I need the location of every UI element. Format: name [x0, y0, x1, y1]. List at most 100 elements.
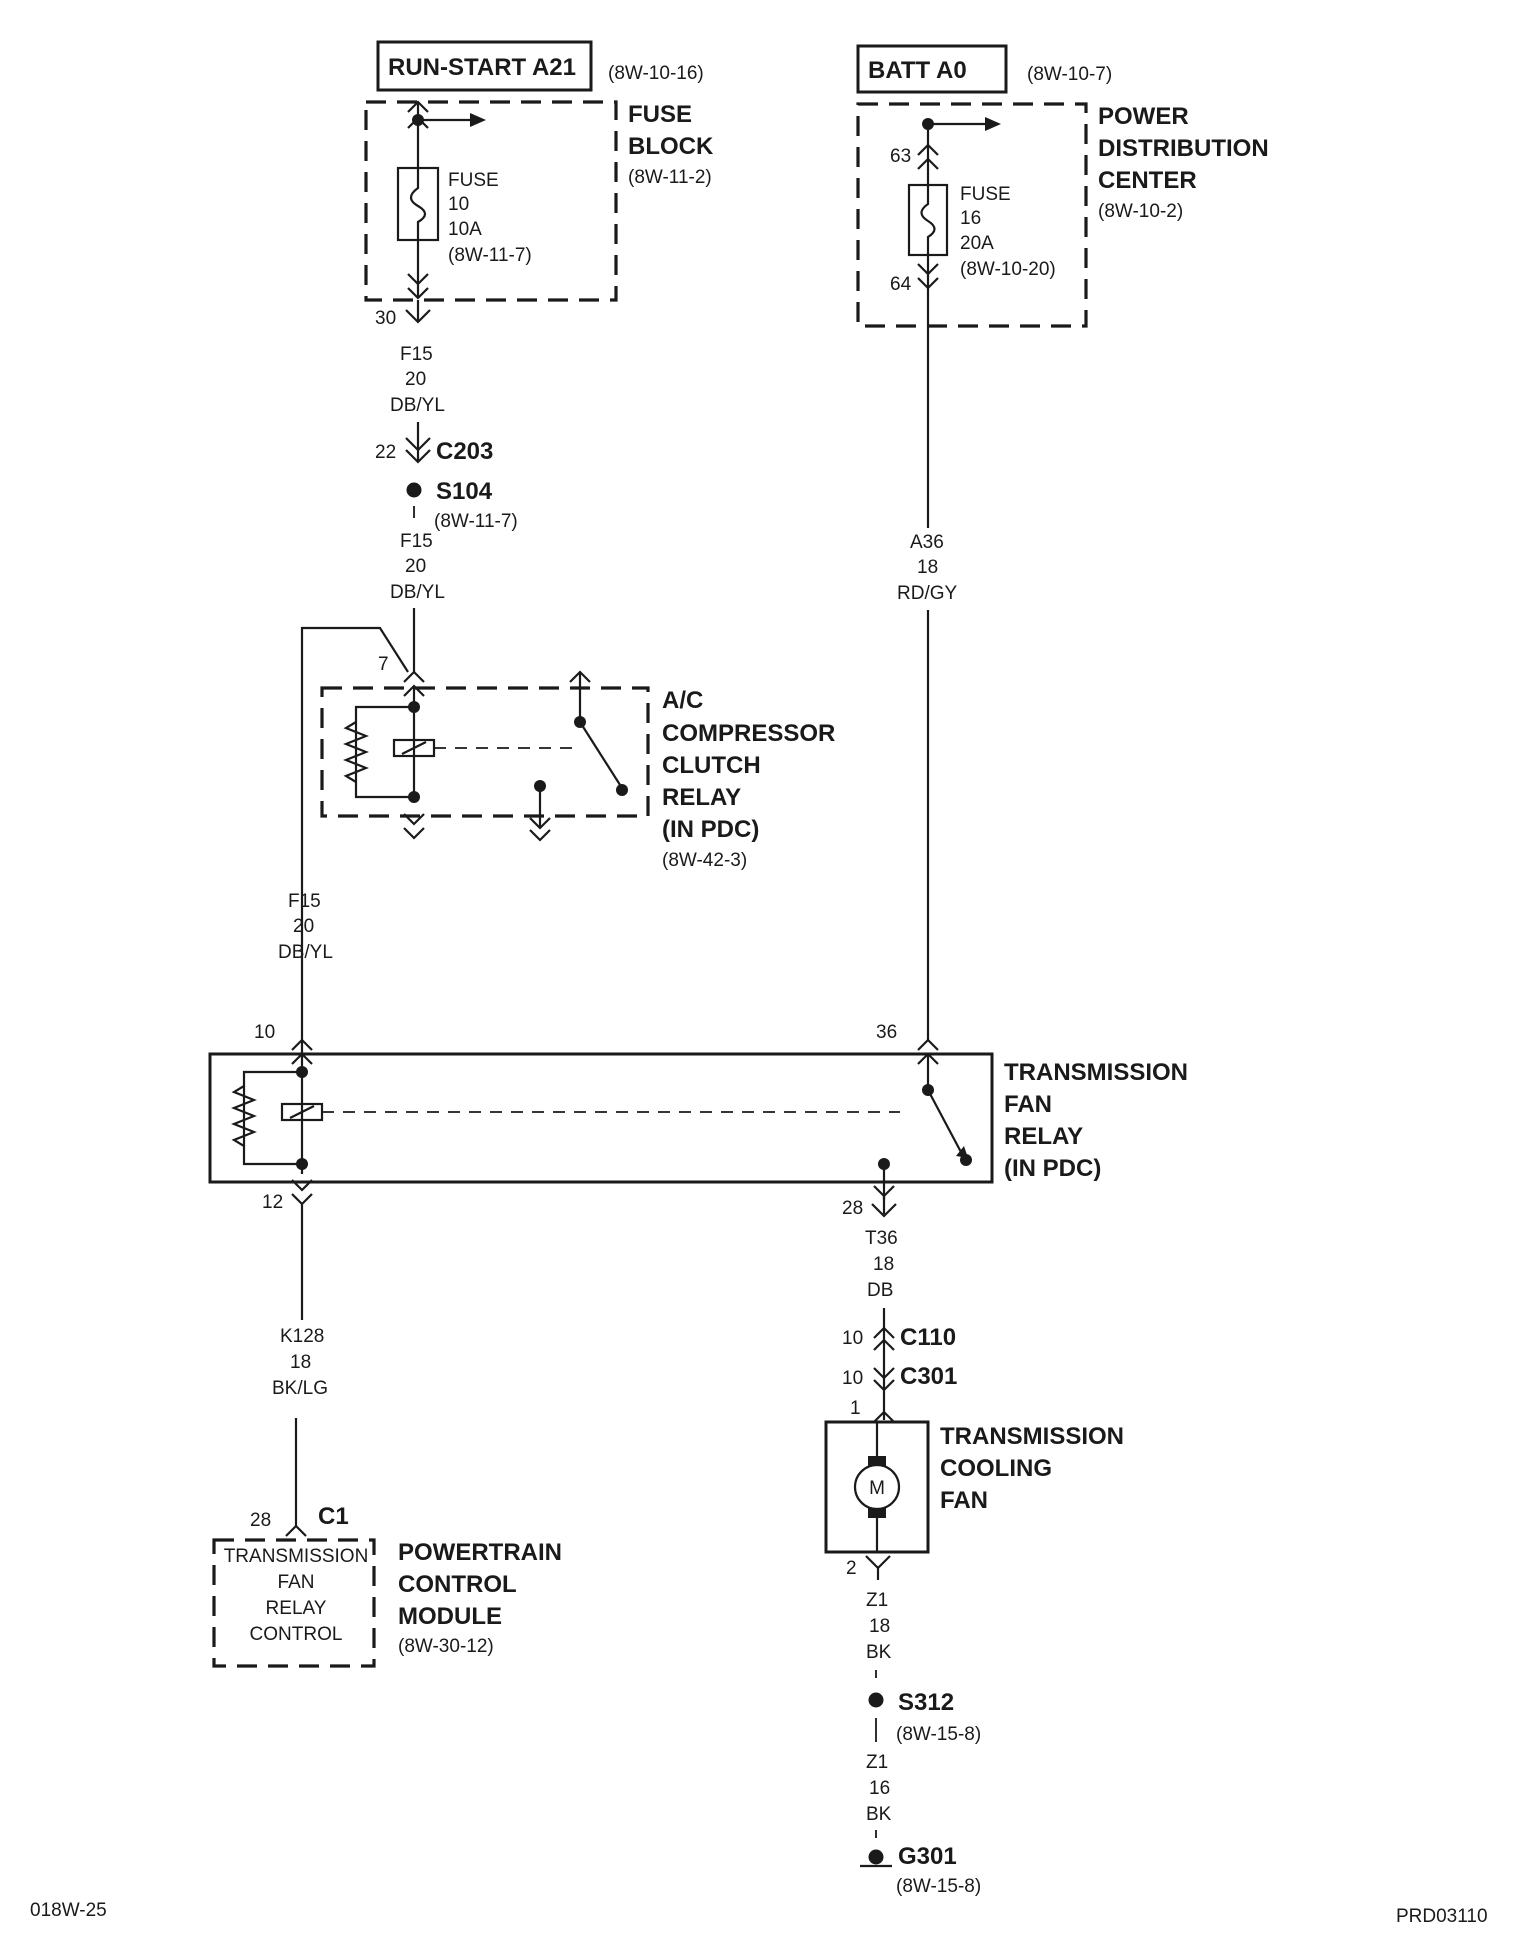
fan-pin-1: 1: [850, 1398, 861, 1419]
wire-z1-b-gauge: 16: [869, 1778, 890, 1799]
ac-relay-title-3: CLUTCH: [662, 752, 761, 779]
wire-a36-gauge: 18: [917, 557, 938, 578]
fan-title-3: FAN: [940, 1487, 988, 1514]
wire-f15-c-color: DB/YL: [278, 942, 333, 963]
footer-left-code: 018W-25: [30, 1900, 107, 1921]
ac-pin-7: 7: [378, 654, 389, 675]
pdc-fuse-out-connector-icon: [917, 263, 939, 290]
wire-f15-c-gauge: 20: [293, 916, 314, 937]
ac-compressor-clutch-relay: A/C COMPRESSOR CLUTCH RELAY (IN PDC) (8W…: [320, 670, 835, 871]
bus-arrow-icon: [470, 113, 486, 127]
ac-relay-ref: (8W-42-3): [662, 850, 747, 871]
fuse-block-outline: [364, 100, 618, 302]
ac-relay-outline: [320, 686, 650, 818]
fuse-10-line3: 10A: [448, 219, 482, 240]
pdc-ref: (8W-10-2): [1098, 201, 1183, 222]
powertrain-control-module: TRANSMISSION FAN RELAY CONTROL POWERTRAI…: [212, 1538, 562, 1668]
pdc-outline: [856, 102, 1088, 328]
g301-label: G301: [898, 1843, 957, 1870]
pcm-title-2: CONTROL: [398, 1571, 517, 1598]
wire-t36-color: DB: [867, 1280, 893, 1301]
c301-connector-icon: [873, 1367, 895, 1392]
trans-resistor-icon: [231, 1085, 257, 1147]
right-branch: A36 18 RD/GY: [897, 290, 958, 1040]
s312-label: S312: [898, 1689, 954, 1716]
c110-connector-icon: [873, 1326, 895, 1351]
fuse-10-line4: (8W-11-7): [448, 245, 532, 266]
fuse-16-line1: FUSE: [960, 184, 1011, 205]
motor-icon: [853, 1463, 901, 1511]
batt-box: [856, 44, 1008, 94]
wire-f15-b-color: DB/YL: [390, 582, 445, 603]
fan-in-connector-icon: [873, 1410, 895, 1423]
wire-z1-a-color: BK: [866, 1642, 892, 1663]
ac-relay-title-1: A/C: [662, 687, 703, 714]
wire-a36-color: RD/GY: [897, 583, 958, 604]
wire-f15-a-circuit: F15: [400, 344, 433, 365]
ac-relay-title-5: (IN PDC): [662, 816, 759, 843]
ac-switch-blade-icon: [579, 721, 623, 789]
transmission-cooling-fan: M TRANSMISSION COOLING FAN: [824, 1420, 1124, 1554]
wire-f15-b-gauge: 20: [405, 556, 426, 577]
pcm-outline: [212, 1538, 376, 1668]
f15-bypass-wire: [300, 626, 409, 1050]
wire-z1-a-gauge: 18: [869, 1616, 890, 1637]
trans-relay-coil-out-connector-icon: [291, 1179, 313, 1206]
trans-relay-title-4: (IN PDC): [1004, 1155, 1101, 1182]
wire-z1-b-color: BK: [866, 1804, 892, 1825]
trans-switch-blade-icon: [927, 1089, 963, 1155]
trans-relay-outline: [208, 1052, 994, 1184]
trans-relay-pin-10: 10: [254, 1022, 275, 1043]
footer-right-code: PRD03110: [1396, 1906, 1488, 1927]
power-distribution-center: 63 64 FUSE 16 20A (8W-10-20) POWER DISTR…: [856, 102, 1269, 328]
motor-symbol: M: [869, 1478, 885, 1499]
ac-switch-out-connector-icon: [529, 817, 551, 842]
pdc-title-3: CENTER: [1098, 167, 1197, 194]
trans-relay-resistor-loop: [242, 1070, 302, 1166]
batt-source: BATT A0 (8W-10-7): [856, 44, 1112, 94]
c203-label: C203: [436, 438, 493, 465]
pdc-pin-63: 63: [890, 146, 911, 167]
pin-28-connector-icon: [871, 1203, 897, 1218]
pdc-pin-64: 64: [890, 274, 912, 295]
wire-t36-circuit: T36: [865, 1228, 898, 1249]
pin-30-label: 30: [375, 308, 396, 329]
pin-30-connector-icon: [405, 309, 431, 324]
fan-pin-2: 2: [846, 1558, 857, 1579]
g301-ground-icon: [868, 1849, 884, 1865]
wire-f15-a-gauge: 20: [405, 369, 426, 390]
fuse-block: FUSE 10 10A (8W-11-7) FUSE BLOCK (8W-11-…: [364, 100, 714, 302]
run-start-label: RUN-START A21: [388, 54, 576, 81]
c203-pin: 22: [375, 442, 396, 463]
trans-relay-title-2: FAN: [1004, 1091, 1052, 1118]
trans-relay-pin-28: 28: [842, 1198, 863, 1219]
batt-ref: (8W-10-7): [1027, 64, 1112, 85]
fuse-10-line2: 10: [448, 194, 469, 215]
c1-pin: 28: [250, 1510, 271, 1531]
c1-connector-icon: [285, 1524, 307, 1537]
wire-k128-color: BK/LG: [272, 1378, 328, 1399]
transmission-fan-relay: 10 12 36 TRANSMISSION FAN RELAY (IN PDC): [208, 1022, 1188, 1213]
s104-ref: (8W-11-7): [434, 511, 518, 532]
s312-splice-dot: [868, 1692, 884, 1708]
pcm-title-3: MODULE: [398, 1603, 502, 1630]
fuse-out-connector-icon: [407, 273, 429, 300]
s104-splice-dot: [406, 482, 422, 498]
fuse-16-line3: 20A: [960, 233, 994, 254]
pcm-inner-1: TRANSMISSION: [224, 1546, 369, 1567]
c301-pin: 10: [842, 1368, 863, 1389]
wire-f15-c-circuit: F15: [288, 891, 321, 912]
ac-relay-out-connector-icon: [403, 813, 425, 840]
trans-relay-pin-36: 36: [876, 1022, 897, 1043]
c1-label: C1: [318, 1503, 349, 1530]
fuse-16-line4: (8W-10-20): [960, 259, 1056, 280]
pdc-fuse-in-connector-icon: [917, 143, 939, 170]
ac-relay-title-4: RELAY: [662, 784, 741, 811]
run-start-source: RUN-START A21 (8W-10-16): [376, 40, 704, 92]
run-start-ref: (8W-10-16): [608, 63, 704, 84]
pcm-title-1: POWERTRAIN: [398, 1539, 562, 1566]
wire-k128-gauge: 18: [290, 1352, 311, 1373]
wire-z1-b-circuit: Z1: [866, 1752, 888, 1773]
pcm-inner-4: CONTROL: [250, 1624, 343, 1645]
